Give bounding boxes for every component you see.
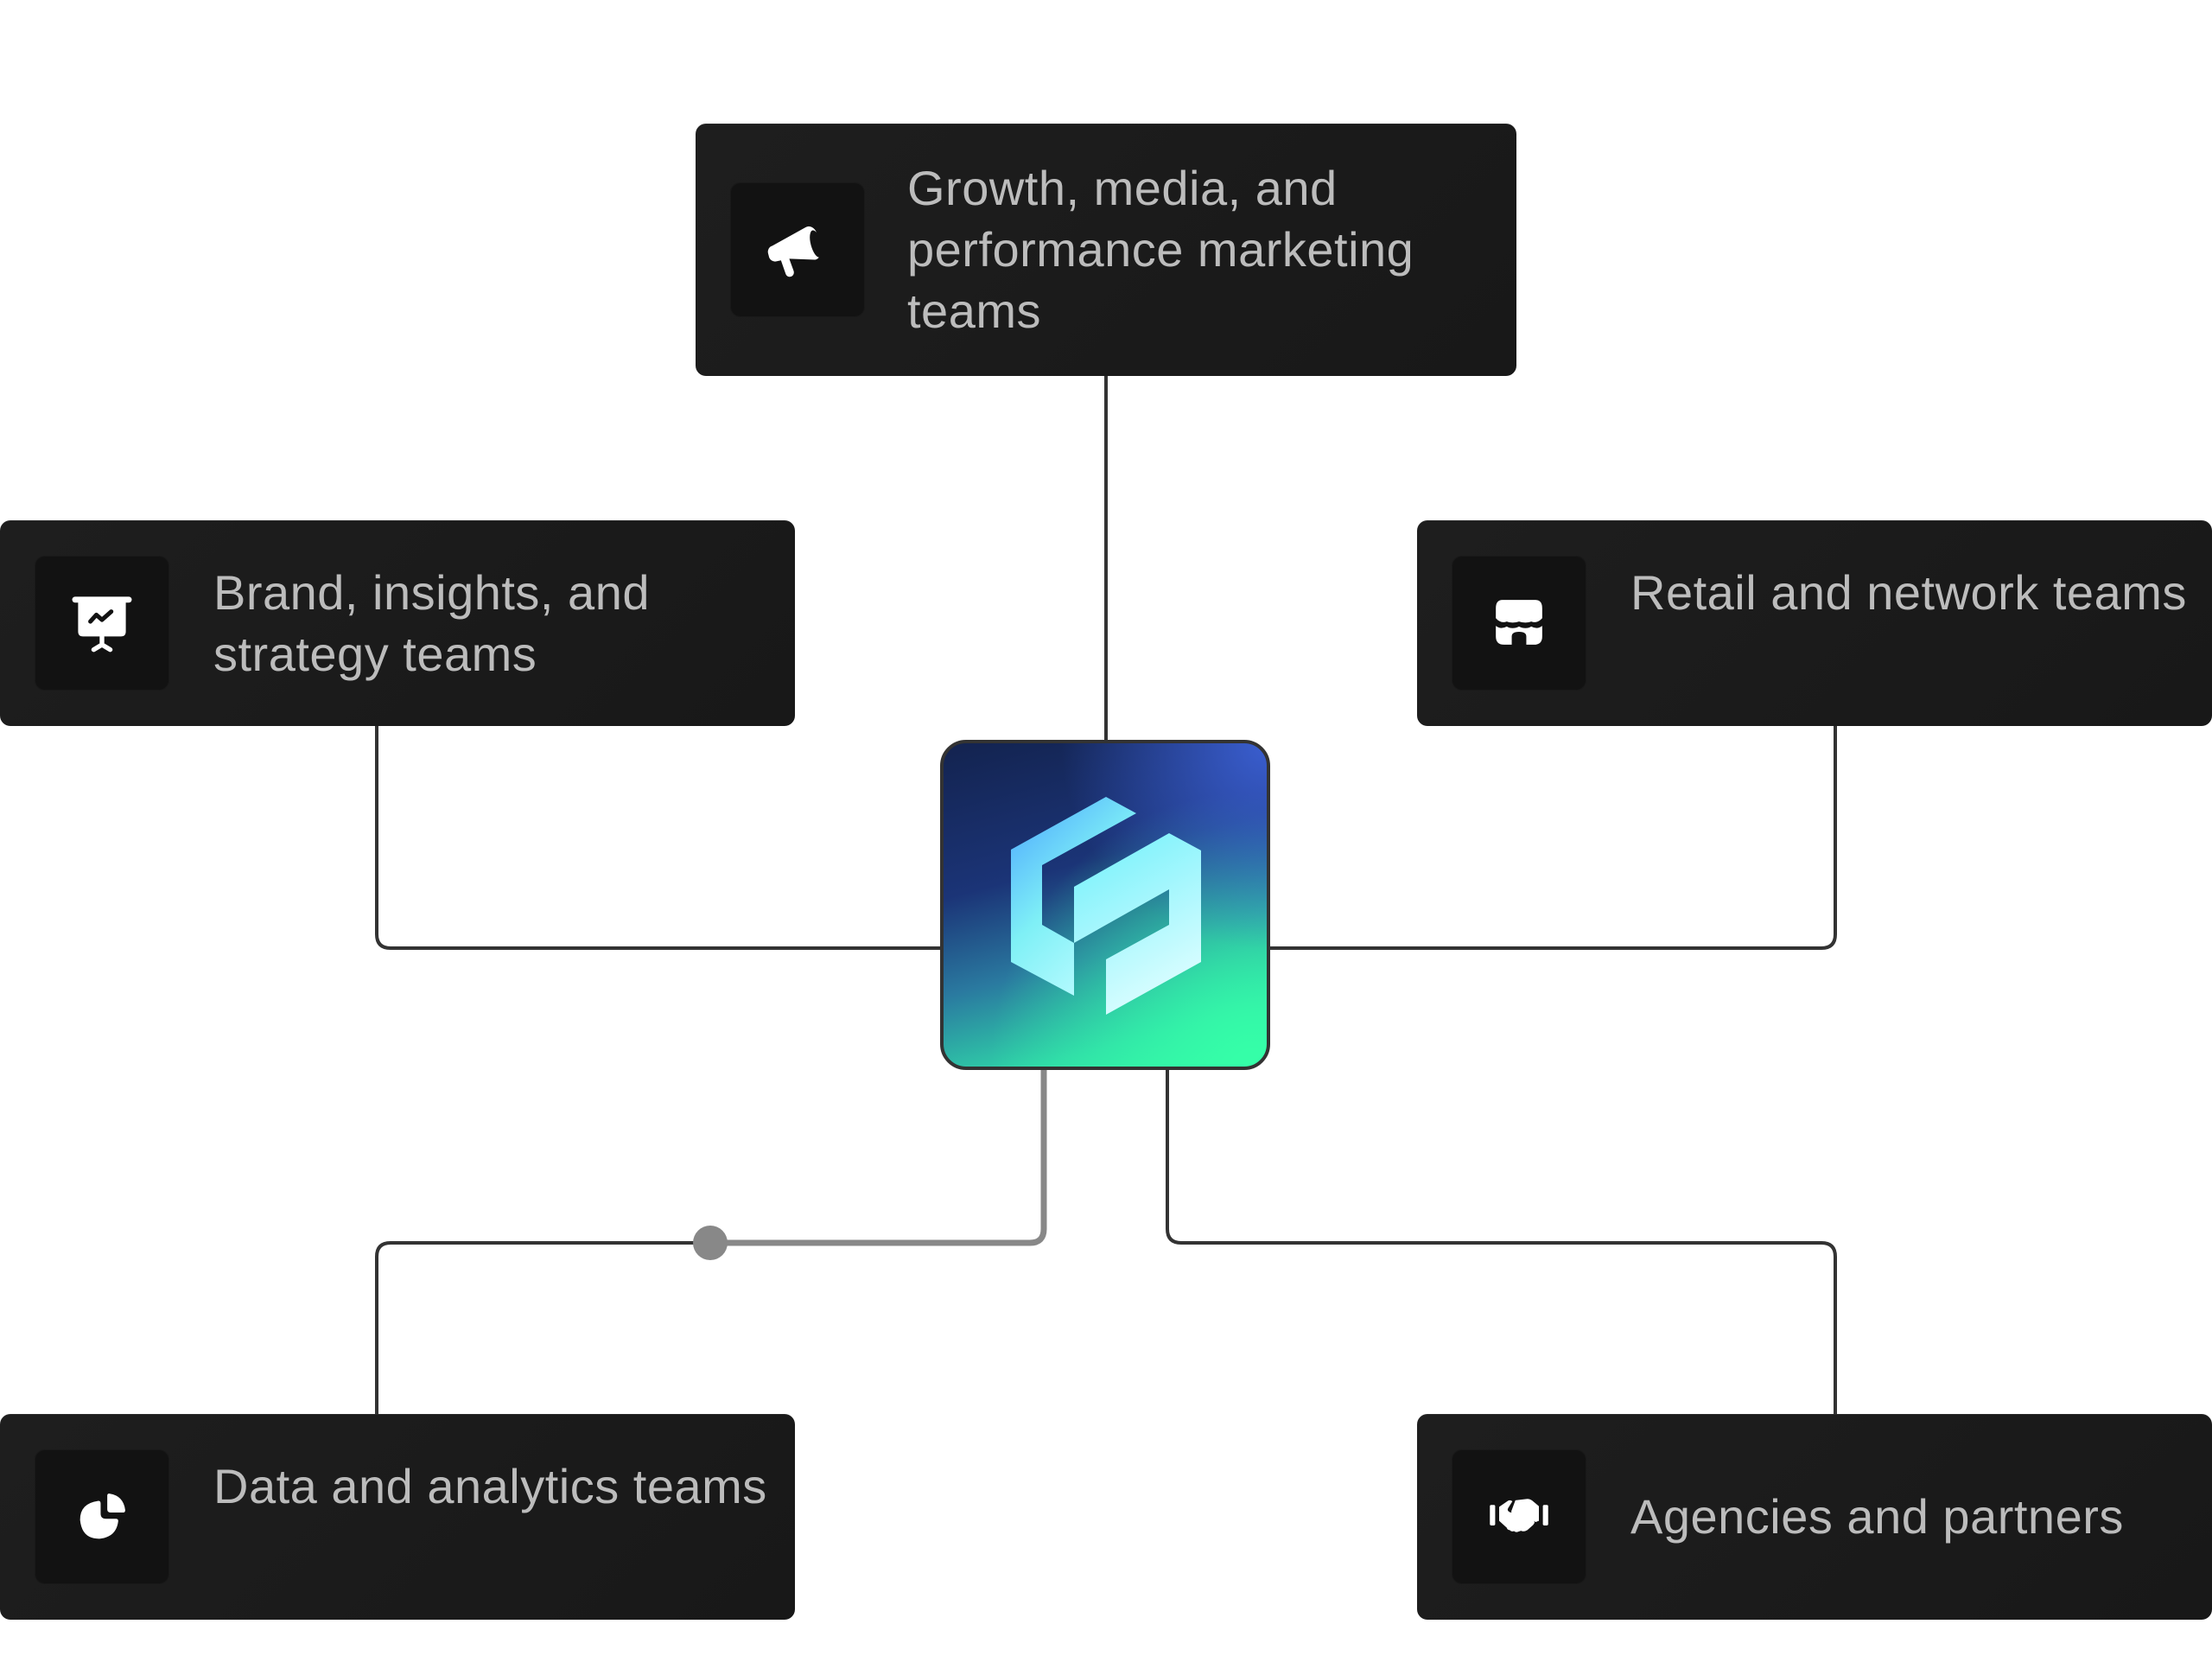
megaphone-icon bbox=[767, 226, 823, 277]
presentation-chart-icon bbox=[72, 596, 132, 653]
icon-box bbox=[35, 556, 169, 691]
node-label: Data and analytics teams bbox=[213, 1459, 767, 1513]
icon-box bbox=[1452, 556, 1586, 691]
connector-right bbox=[1268, 726, 1837, 950]
central-hub-logo[interactable] bbox=[940, 740, 1270, 1070]
logo-right-shape bbox=[1074, 833, 1201, 1015]
node-label: Brand, insights, and strategy teams bbox=[213, 565, 650, 681]
node-card-retail-network[interactable]: Retail and network teams bbox=[1417, 520, 2212, 726]
connector-bottom-left bbox=[375, 1241, 710, 1414]
handshake-icon bbox=[1490, 1499, 1548, 1532]
connector-left bbox=[375, 726, 942, 950]
node-card-brand-insights[interactable]: Brand, insights, and strategy teams bbox=[0, 520, 795, 726]
hexagon-logo-icon bbox=[1011, 797, 1201, 1015]
node-label: Growth, media, and performance marketing… bbox=[907, 161, 1414, 338]
icon-box bbox=[35, 1449, 169, 1584]
connector-bottom-left-active bbox=[710, 1068, 1047, 1246]
logo-left-shape bbox=[1011, 797, 1136, 996]
node-card-growth-media[interactable]: Growth, media, and performance marketing… bbox=[696, 124, 1516, 376]
node-card-data-analytics[interactable]: Data and analytics teams bbox=[0, 1414, 795, 1620]
icon-box bbox=[730, 182, 865, 317]
node-card-agencies-partners[interactable]: Agencies and partners bbox=[1417, 1414, 2212, 1620]
connector-progress-dot bbox=[693, 1226, 728, 1260]
node-label: Agencies and partners bbox=[1630, 1489, 2124, 1544]
icon-box bbox=[1452, 1449, 1586, 1584]
node-label: Retail and network teams bbox=[1630, 565, 2187, 620]
pie-chart-icon bbox=[79, 1493, 125, 1539]
storefront-icon bbox=[1496, 600, 1542, 645]
connector-bottom-right bbox=[1166, 1068, 1837, 1414]
